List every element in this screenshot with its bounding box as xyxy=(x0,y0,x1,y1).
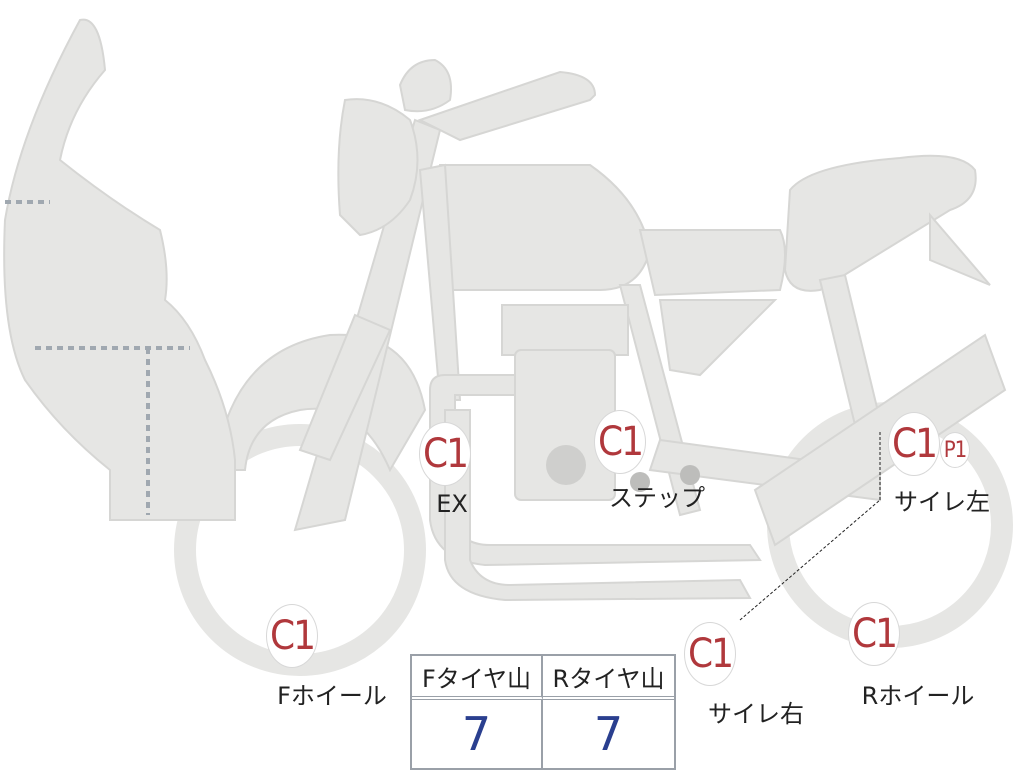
muffler-left-marker-code: C1 xyxy=(888,412,940,476)
mirror-shape xyxy=(398,58,452,113)
exhaust-pipe-lower-shape xyxy=(444,409,752,602)
footpeg-shape xyxy=(680,465,700,485)
rear-stay-shape xyxy=(818,273,882,427)
front-wheel-marker-code: C1 xyxy=(266,604,318,668)
muffler-right-marker-code: C1 xyxy=(684,622,736,686)
fuel-tank-shape xyxy=(435,164,652,291)
engine-top-shape xyxy=(501,304,629,356)
tail-shape xyxy=(929,212,991,286)
handlebar-shape xyxy=(417,70,597,142)
side-cover-shape xyxy=(638,229,786,297)
front-wheel-marker-label: Fホイール xyxy=(277,682,387,710)
fork-upper-shape xyxy=(298,313,392,462)
front-tire-tread-header: Fタイヤ山 xyxy=(412,656,543,700)
ex-marker-code: C1 xyxy=(419,422,471,486)
step-marker-code: C1 xyxy=(594,410,646,474)
seat-shape xyxy=(783,154,977,292)
footpeg-shape xyxy=(630,472,650,492)
tire-tread-table: Fタイヤ山 Rタイヤ山 7 7 xyxy=(410,654,676,770)
engine-detail-shape xyxy=(546,445,586,485)
front-tire-tread-value: 7 xyxy=(412,700,543,768)
step-marker-label: ステップ xyxy=(609,484,705,512)
ex-marker-label: EX xyxy=(436,490,468,518)
rear-tire-tread-header: Rタイヤ山 xyxy=(543,656,674,700)
fairing-shape xyxy=(3,18,236,521)
leader-line xyxy=(739,499,881,621)
muffler-right-marker-label: サイレ右 xyxy=(708,700,804,728)
frame-shape xyxy=(418,163,462,401)
rear-panel-shape xyxy=(658,299,778,377)
muffler-left-marker-sub: P1 xyxy=(940,432,970,468)
rear-wheel-marker-code: C1 xyxy=(848,602,900,666)
rear-wheel-marker-label: Rホイール xyxy=(861,682,975,710)
rear-tire-tread-value: 7 xyxy=(593,707,624,761)
headlight-shape xyxy=(337,98,419,237)
muffler-left-marker-label: サイレ左 xyxy=(894,488,990,516)
